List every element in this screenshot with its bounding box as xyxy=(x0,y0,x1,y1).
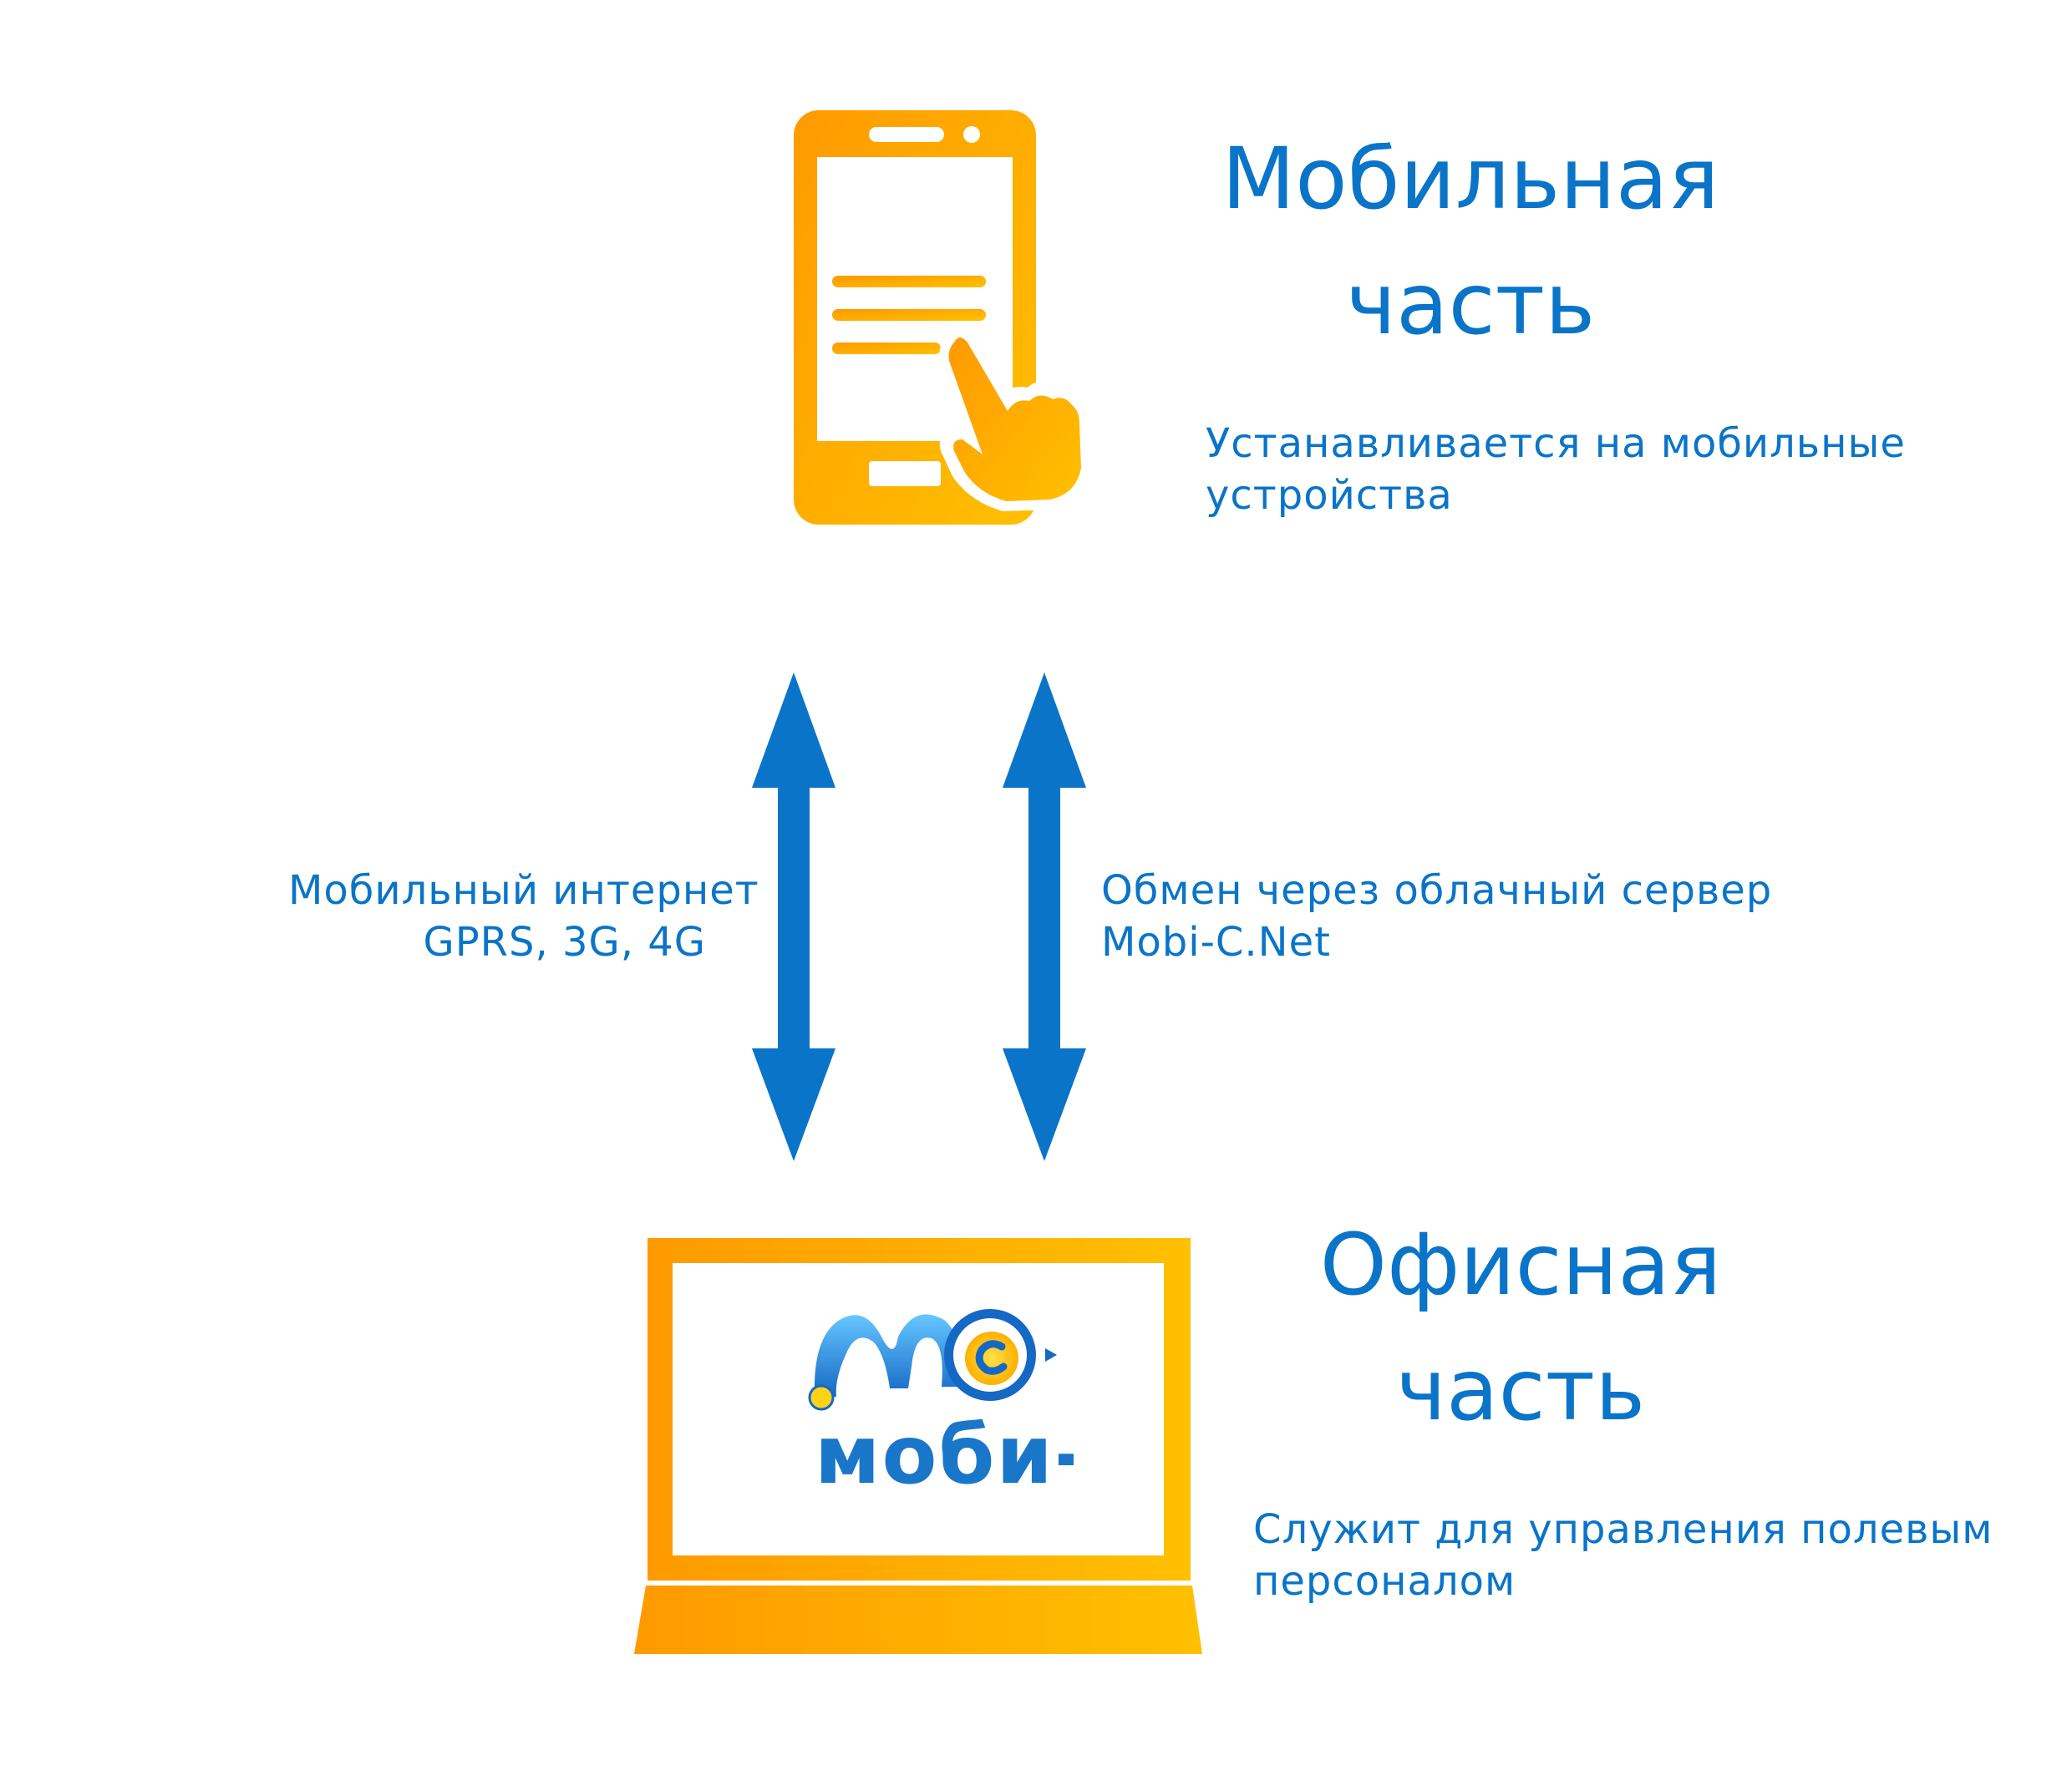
mobile-title: Мобильная часть xyxy=(1170,117,1771,368)
mobile-desc-line2: устройства xyxy=(1206,472,1453,519)
logo-text: моби-с xyxy=(815,1408,1074,1495)
mobile-description: Устанавливается на мобильные устройства xyxy=(1206,418,1906,521)
office-title-line2: часть xyxy=(1395,1341,1646,1440)
smartphone-touch-icon xyxy=(794,110,1091,525)
office-desc-line2: персоналом xyxy=(1253,1558,1516,1605)
right-arrow-label-line2: Mobi-C.Net xyxy=(1101,919,1331,966)
office-title-line1: Офисная xyxy=(1319,1215,1722,1315)
double-arrow-icon xyxy=(1003,672,1086,1161)
office-title: Офисная часть xyxy=(1220,1203,1821,1454)
double-arrow-icon xyxy=(752,672,835,1161)
office-desc-line1: Служит для управления полевым xyxy=(1253,1506,1993,1553)
laptop-icon xyxy=(634,1238,1202,1654)
mobile-desc-line1: Устанавливается на мобильные xyxy=(1206,420,1906,467)
mobile-title-line2: часть xyxy=(1345,255,1596,354)
mobile-title-line1: Мобильная xyxy=(1221,129,1719,229)
left-arrow-label: Мобильный интернет GPRS, 3G, 4G xyxy=(288,865,759,968)
right-arrow-label: Обмен через облачный сервер Mobi-C.Net xyxy=(1101,865,1772,968)
left-arrow-label-line2: GPRS, 3G, 4G xyxy=(423,919,706,966)
right-arrow-label-line1: Обмен через облачный сервер xyxy=(1101,867,1773,914)
mobi-c-logo: моби-с xyxy=(808,1309,1074,1495)
left-arrow-label-line1: Мобильный интернет xyxy=(288,867,759,914)
office-description: Служит для управления полевым персоналом xyxy=(1253,1504,1993,1607)
